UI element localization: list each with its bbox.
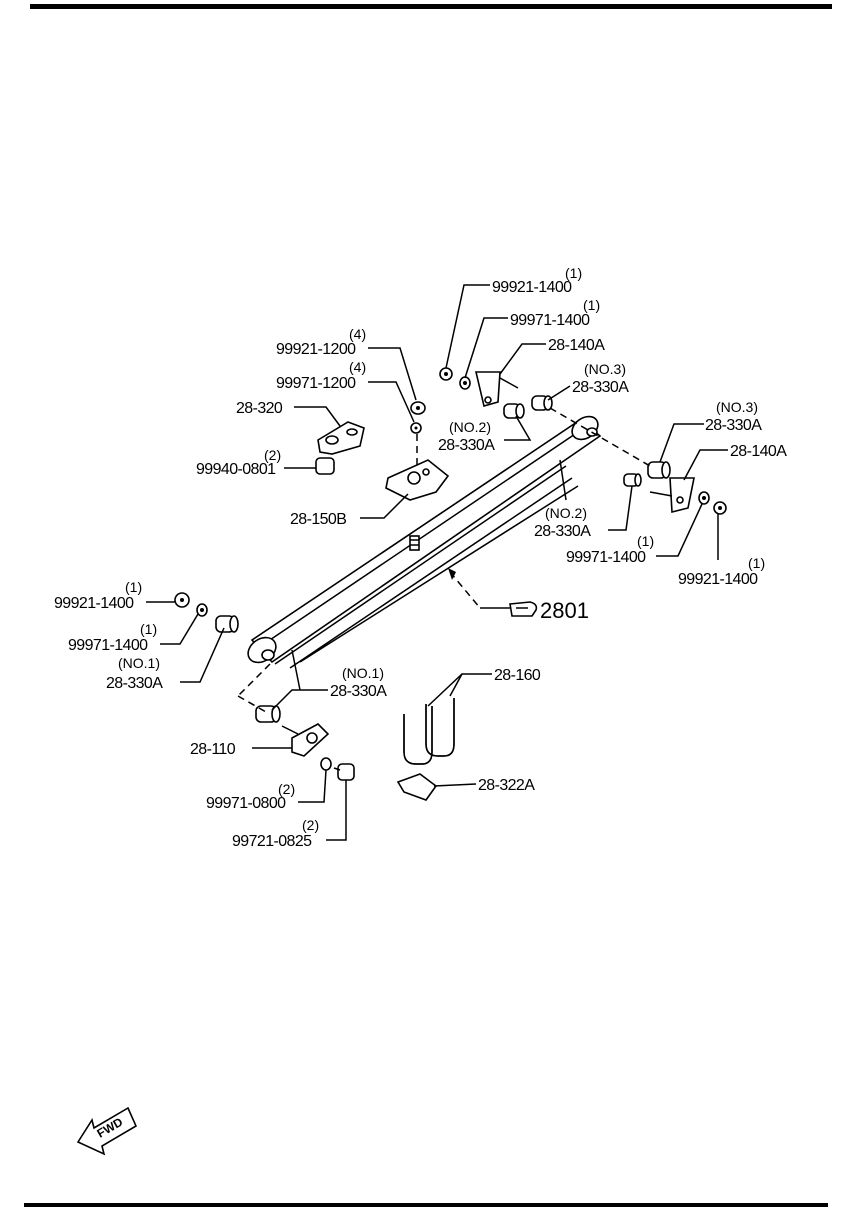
label-plate: 28-322A: [478, 777, 535, 794]
qty-bushing-no3-top: (NO.3): [584, 361, 626, 377]
qty-washer-14-top: (1): [583, 297, 600, 313]
u-bolt-icon[interactable]: [403, 698, 455, 765]
leaf-spring[interactable]: [243, 412, 602, 691]
plate-icon[interactable]: [396, 773, 438, 801]
label-bolt-08: 99721-0825: [232, 833, 312, 850]
bumper-icon[interactable]: [317, 421, 365, 455]
label-nut-14-top: 99921-1400: [492, 279, 572, 296]
lower-dash: [237, 695, 267, 713]
qty-nut-14-top: (1): [565, 265, 582, 281]
label-nut-12: 99921-1200: [276, 341, 356, 358]
label-washer-08: 99971-0800: [206, 795, 286, 812]
bushing-no1-left-icon[interactable]: [215, 615, 239, 633]
nut-08-icon[interactable]: [315, 457, 335, 475]
rear-eye-dash: [549, 407, 651, 467]
shackle-right-icon[interactable]: [649, 477, 695, 514]
qty-nut-14-left: (1): [125, 579, 142, 595]
label-bracket: 28-110: [190, 741, 236, 758]
bolt-08-icon[interactable]: [333, 763, 355, 781]
qty-bolt-08: (2): [302, 817, 319, 833]
label-washer-12: 99971-1200: [276, 375, 356, 392]
washer-14-left-icon[interactable]: [196, 603, 208, 617]
bushing-no2-right-icon[interactable]: [623, 473, 642, 487]
callout-labels: (1) 99921-1400 (1) 99971-1400 28-140A (N…: [54, 265, 788, 850]
qty-nut-12: (4): [349, 326, 366, 342]
bushing-no3-top-icon[interactable]: [531, 395, 553, 411]
label-bushing-no2-top: 28-330A: [438, 437, 495, 454]
spring-seat-icon[interactable]: [385, 459, 450, 501]
label-washer-14-top: 99971-1400: [510, 312, 590, 329]
bushing-no3-right-icon[interactable]: [647, 461, 671, 479]
washer-08-icon[interactable]: [320, 757, 332, 771]
fwd-arrow-icon: FWD: [76, 1106, 138, 1156]
qty-bushing-no3-right: (NO.3): [716, 399, 758, 415]
label-nut-14-left: 99921-1400: [54, 595, 134, 612]
nut-12-icon[interactable]: [410, 401, 426, 415]
bushing-no2-top-icon[interactable]: [503, 403, 525, 419]
bracket-icon[interactable]: [281, 723, 330, 757]
label-bushing-no3-right: 28-330A: [705, 417, 762, 434]
label-bushing-no3-top: 28-330A: [572, 379, 629, 396]
label-bushing-no2-right: 28-330A: [534, 523, 591, 540]
qty-nut-14-right: (1): [748, 555, 765, 571]
label-bushing-no1-lower: 28-330A: [330, 683, 387, 700]
qty-washer-12: (4): [349, 359, 366, 375]
washer-12-icon[interactable]: [410, 422, 422, 434]
pointer-hand-icon: [509, 601, 538, 617]
shackle-top-icon[interactable]: [474, 371, 519, 407]
nut-14-left-icon[interactable]: [174, 592, 190, 608]
qty-washer-08: (2): [278, 781, 295, 797]
label-washer-14-left: 99971-1400: [68, 637, 148, 654]
nut-14-top-icon[interactable]: [439, 367, 453, 381]
washer-14-right-icon[interactable]: [698, 491, 710, 505]
label-bushing-no1-left: 28-330A: [106, 675, 163, 692]
label-shackle-top: 28-140A: [548, 337, 605, 354]
label-shackle-right: 28-140A: [730, 443, 787, 460]
qty-nut-08: (2): [264, 447, 281, 463]
bottom-rule: [24, 1203, 828, 1207]
washer-14-top-icon[interactable]: [459, 376, 471, 390]
label-nut-14-right: 99921-1400: [678, 571, 758, 588]
label-spring-assembly: 2801: [540, 598, 589, 623]
front-eye-dash: [237, 663, 271, 697]
nut-14-right-icon[interactable]: [713, 501, 727, 515]
label-bumper: 28-320: [236, 400, 283, 417]
qty-bushing-no2-top: (NO.2): [449, 419, 491, 435]
bushing-no1-lower-icon[interactable]: [255, 705, 281, 723]
leader-lines: [146, 284, 728, 841]
qty-washer-14-right: (1): [637, 533, 654, 549]
qty-bushing-no2-right: (NO.2): [545, 505, 587, 521]
label-u-bolt: 28-160: [494, 667, 541, 684]
label-seat: 28-150B: [290, 511, 346, 528]
qty-bushing-no1-lower: (NO.1): [342, 665, 384, 681]
label-washer-14-right: 99971-1400: [566, 549, 646, 566]
qty-washer-14-left: (1): [140, 621, 157, 637]
qty-bushing-no1-left: (NO.1): [118, 655, 160, 671]
label-nut-08: 99940-0801: [196, 461, 276, 478]
top-rule: [30, 4, 832, 9]
